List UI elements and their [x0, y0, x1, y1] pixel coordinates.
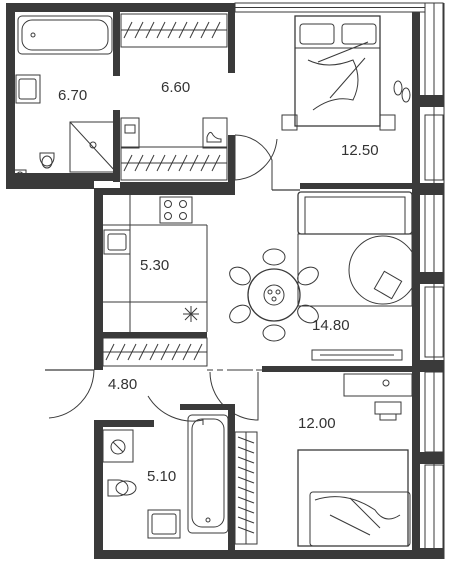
room-area-bedroom-1: 12.50: [341, 142, 379, 159]
hanger-icon: [237, 506, 255, 514]
hanger-icon: [149, 343, 159, 361]
hanger-icon: [123, 154, 133, 172]
hanger-icon: [134, 154, 144, 172]
room-area-hallway: 4.80: [108, 376, 137, 393]
hanger-icon: [171, 343, 181, 361]
hanger-icon: [211, 21, 221, 39]
area-labels: 6.70 6.60 12.50 5.30 14.80 4.80 12.00 5.…: [58, 79, 379, 485]
room-area-bathroom-2: 5.10: [147, 468, 176, 485]
hanger-icon: [138, 343, 148, 361]
hanger-icon: [167, 21, 177, 39]
room-area-bedroom-2: 12.00: [298, 415, 336, 432]
sink-2: [147, 509, 181, 539]
kitchen-sink: [103, 229, 131, 255]
tv-stand: [311, 349, 403, 361]
sofa: [297, 191, 413, 235]
hanger-icon: [200, 21, 210, 39]
windows: [234, 2, 445, 559]
hanger-icon: [237, 456, 255, 464]
toilet-1: [39, 152, 55, 167]
room-area-bathroom-1: 6.70: [58, 87, 87, 104]
rug-round: [348, 235, 418, 305]
room-area-dressing-room: 6.60: [161, 79, 190, 96]
desk: [343, 373, 413, 397]
stove-icon: [159, 196, 193, 224]
living-room-fixtures: [229, 191, 418, 371]
toilet-2: [107, 479, 129, 497]
hanger-icon: [189, 21, 199, 39]
hanger-icon: [160, 343, 170, 361]
slippers: [393, 80, 403, 96]
hanger-icon: [145, 154, 155, 172]
hanger-icon: [178, 21, 188, 39]
hanger-icon: [127, 343, 137, 361]
shoe-icon: [206, 131, 222, 143]
room-area-kitchen: 5.30: [140, 257, 169, 274]
hanger-icon: [178, 154, 188, 172]
hanger-icon: [182, 343, 192, 361]
hanger-icon: [167, 154, 177, 172]
shelf-left: [120, 117, 140, 149]
hanger-icon: [237, 516, 255, 524]
bathroom-1-fixtures: [13, 15, 117, 181]
hanger-icon: [211, 154, 221, 172]
bedroom-1-fixtures: [234, 15, 411, 191]
drain-icon: [110, 439, 126, 455]
fridge-icon: [183, 306, 199, 322]
hanger-icon: [237, 526, 255, 534]
hanger-icon: [237, 476, 255, 484]
hanger-icon: [237, 446, 255, 454]
hanger-icon: [116, 343, 126, 361]
hanger-icon: [145, 21, 155, 39]
bathroom-2-fixtures: [102, 414, 229, 539]
bed-2: [297, 449, 409, 547]
hanger-icon: [237, 496, 255, 504]
hanger-icon: [193, 343, 203, 361]
dressing-room-fixtures: [120, 13, 278, 181]
bathtub-1: [17, 15, 113, 55]
bed-1: [294, 15, 381, 127]
shelf-right: [202, 117, 228, 149]
sink-1: [15, 74, 41, 104]
shower-tray: [69, 121, 117, 173]
hanger-icon: [156, 154, 166, 172]
hanger-icon: [200, 154, 210, 172]
bathtub-2: [187, 414, 229, 534]
hanger-icon: [189, 154, 199, 172]
hanger-icon: [237, 436, 255, 444]
hanger-icon: [134, 21, 144, 39]
kitchen-fixtures: [103, 195, 208, 332]
hanger-icon: [105, 343, 115, 361]
hanger-icon: [237, 466, 255, 474]
hanger-icon: [156, 21, 166, 39]
hanger-icon: [123, 21, 133, 39]
room-area-living-room: 14.80: [312, 317, 350, 334]
dining-table-set: [229, 248, 319, 342]
walls: [6, 3, 420, 559]
hanger-icon: [237, 486, 255, 494]
bedroom-2-fixtures: [234, 373, 413, 547]
desk-chair: [374, 401, 402, 421]
hallway-fixtures: [45, 337, 259, 425]
